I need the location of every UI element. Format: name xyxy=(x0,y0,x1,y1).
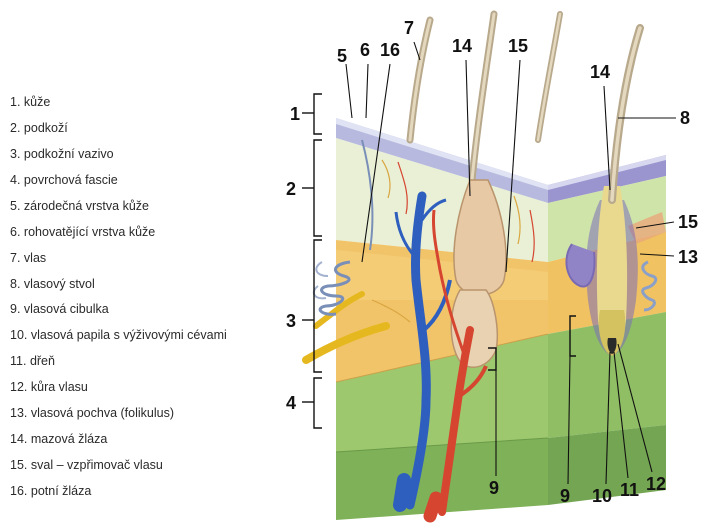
label-3: 3 xyxy=(286,311,296,331)
bracket-fascia xyxy=(314,378,322,428)
bracket-skin xyxy=(314,94,322,134)
label-10: 10 xyxy=(592,486,612,506)
label-14-top: 14 xyxy=(452,36,472,56)
bracket-subcutis xyxy=(314,140,322,236)
label-8: 8 xyxy=(680,108,690,128)
label-15-top: 15 xyxy=(508,36,528,56)
hair-bulb-center xyxy=(451,290,497,367)
label-1: 1 xyxy=(290,104,300,124)
label-6: 6 xyxy=(360,40,370,60)
label-12: 12 xyxy=(646,474,666,494)
label-14-right: 14 xyxy=(590,62,610,82)
label-5: 5 xyxy=(337,46,347,66)
skin-block-front xyxy=(336,118,548,520)
label-2: 2 xyxy=(286,179,296,199)
label-7: 7 xyxy=(404,18,414,38)
label-16-top: 16 xyxy=(380,40,400,60)
label-9-center: 9 xyxy=(489,478,499,498)
label-9-right: 9 xyxy=(560,486,570,506)
label-11: 11 xyxy=(620,480,639,500)
label-13: 13 xyxy=(678,247,698,267)
label-4: 4 xyxy=(286,393,296,413)
label-15-right: 15 xyxy=(678,212,698,232)
